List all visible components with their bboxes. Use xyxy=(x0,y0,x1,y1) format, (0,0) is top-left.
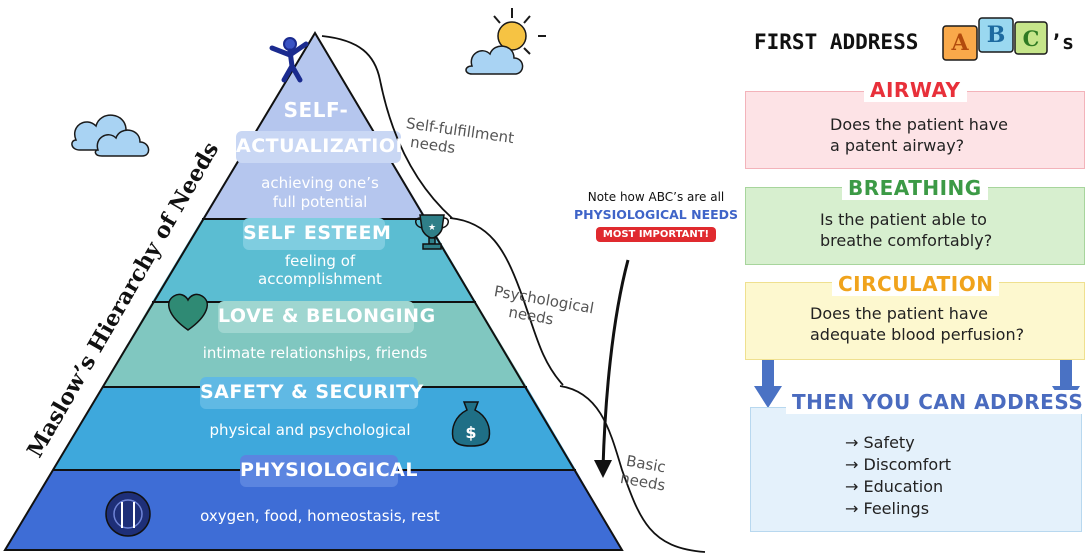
abc-block-a: A xyxy=(951,30,969,56)
abc-note: Note how ABC’s are all PHYSIOLOGICAL NEE… xyxy=(566,190,746,242)
then-title: THEN YOU CAN ADDRESS xyxy=(786,390,1090,414)
abc-blocks-icon xyxy=(942,17,1048,61)
trophy-icon: ★ xyxy=(415,214,449,250)
then-list: → Safety → Discomfort → Education → Feel… xyxy=(845,432,951,520)
breathing-box xyxy=(745,187,1085,265)
airway-text: Does the patient have a patent airway? xyxy=(830,115,1008,155)
tier-physiological-title: PHYSIOLOGICAL xyxy=(240,459,418,481)
tier-safety-security-title: SAFETY & SECURITY xyxy=(200,381,424,403)
money-bag-icon: $ xyxy=(451,401,491,447)
sun-icon xyxy=(493,8,546,55)
airway-box xyxy=(745,91,1085,169)
cloud-icon xyxy=(465,45,524,75)
tier-self-actualization-subtitle-2: full potential xyxy=(272,193,368,211)
tier-physiological-subtitle: oxygen, food, homeostasis, rest xyxy=(200,507,440,525)
note-arrow xyxy=(601,259,630,469)
tier-safety-security-subtitle: physical and psychological xyxy=(209,421,411,439)
tier-self-esteem-subtitle-2: accomplishment xyxy=(258,270,382,288)
circulation-title: CIRCULATION xyxy=(832,272,1000,296)
svg-text:$: $ xyxy=(465,423,476,442)
heart-icon xyxy=(168,293,208,331)
tier-self-esteem-band xyxy=(152,219,476,302)
then-box xyxy=(750,407,1082,532)
person-icon xyxy=(269,37,309,83)
tier-safety-security-band xyxy=(53,387,576,470)
down-arrow-left xyxy=(754,360,782,408)
plate-icon xyxy=(105,491,151,537)
circulation-text: Does the patient have adequate blood per… xyxy=(810,304,1025,344)
abc-note-highlight: PHYSIOLOGICAL NEEDS xyxy=(573,207,739,222)
list-item-education: → Education xyxy=(845,477,944,496)
tier-love-belonging-subtitle: intimate relationships, friends xyxy=(202,344,428,362)
abc-block-b: B xyxy=(986,22,1006,48)
self-fulfillment-bracket xyxy=(321,35,453,219)
list-item-discomfort: → Discomfort xyxy=(845,455,952,474)
tier-self-actualization-title-1: SELF- xyxy=(283,98,349,122)
abc-heading-suffix: ’s xyxy=(1050,30,1075,54)
most-important-badge: MOST IMPORTANT! xyxy=(595,227,717,242)
tier-self-actualization-title-2: ACTUALIZATION xyxy=(236,135,412,157)
tier-love-belonging-band xyxy=(102,302,527,387)
tier-self-actualization-subtitle-1: achieving one’s xyxy=(261,174,379,192)
list-item-feelings: → Feelings xyxy=(845,499,930,518)
abc-heading: FIRST ADDRESS xyxy=(754,30,919,54)
breathing-title: BREATHING xyxy=(842,176,988,200)
basic-bracket xyxy=(559,385,706,553)
tier-self-actualization-band xyxy=(202,33,427,219)
breathing-text: Is the patient able to breathe comfortab… xyxy=(820,210,993,250)
airway-title: AIRWAY xyxy=(864,78,967,102)
psychological-bracket xyxy=(449,217,564,386)
tier-love-belonging-title: LOVE & BELONGING xyxy=(218,305,436,327)
abc-note-text: Note how ABC’s are all xyxy=(587,190,725,204)
cloud-icon xyxy=(94,129,150,157)
svg-text:★: ★ xyxy=(428,223,436,233)
tier-self-esteem-subtitle-1: feeling of xyxy=(284,252,356,270)
tier-physiological-band xyxy=(5,470,622,550)
tier-self-esteem-title: SELF ESTEEM xyxy=(243,222,392,244)
list-item-safety: → Safety xyxy=(845,433,915,452)
abc-block-c: C xyxy=(1022,26,1040,51)
